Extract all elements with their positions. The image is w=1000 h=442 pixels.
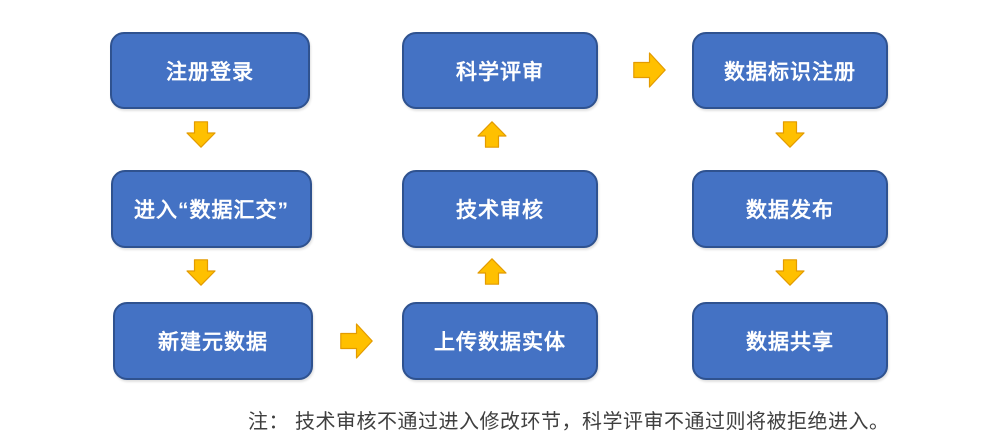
down-arrow-icon bbox=[186, 259, 216, 286]
flow-box-data-publish: 数据发布 bbox=[692, 170, 888, 248]
flow-box-enter-data-submission: 进入“数据汇交” bbox=[111, 170, 312, 248]
down-arrow-icon bbox=[775, 121, 805, 148]
footnote: 注： 技术审核不通过进入修改环节，科学评审不通过则将被拒绝进入。 bbox=[248, 411, 890, 433]
flow-box-data-id-registration: 数据标识注册 bbox=[692, 32, 888, 109]
flow-box-create-metadata: 新建元数据 bbox=[113, 302, 313, 380]
flow-box-upload-data-entity: 上传数据实体 bbox=[402, 302, 598, 380]
up-arrow-icon bbox=[477, 121, 507, 148]
down-arrow-icon bbox=[186, 121, 216, 148]
right-arrow-icon bbox=[340, 323, 373, 359]
flow-box-data-sharing: 数据共享 bbox=[692, 302, 888, 380]
flow-box-scientific-review: 科学评审 bbox=[402, 32, 598, 109]
right-arrow-icon bbox=[633, 52, 666, 88]
up-arrow-icon bbox=[477, 258, 507, 285]
flow-box-technical-audit: 技术审核 bbox=[402, 170, 598, 248]
down-arrow-icon bbox=[775, 259, 805, 286]
flow-box-register-login: 注册登录 bbox=[110, 32, 310, 109]
